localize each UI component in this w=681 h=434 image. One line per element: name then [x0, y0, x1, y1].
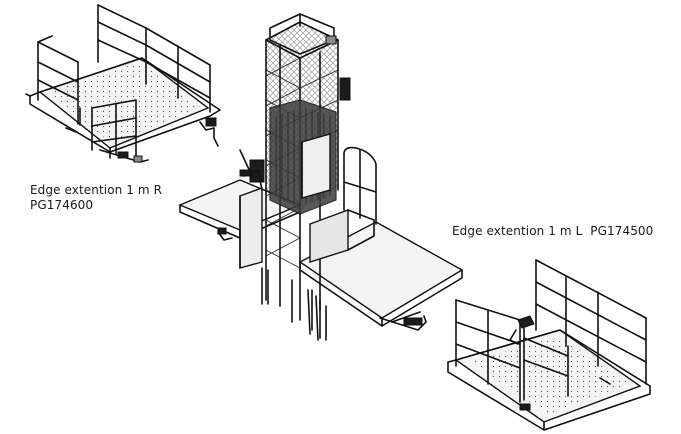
edge-extension-left: [447, 259, 651, 431]
edge-extension-right: [25, 4, 221, 163]
mast-platform: [178, 13, 464, 341]
left-extension-label: Edge extention 1 m L PG174500: [452, 224, 654, 238]
right-extension-name-label: Edge extention 1 m R: [30, 183, 163, 197]
right-extension-code-label: PG174600: [30, 198, 94, 212]
